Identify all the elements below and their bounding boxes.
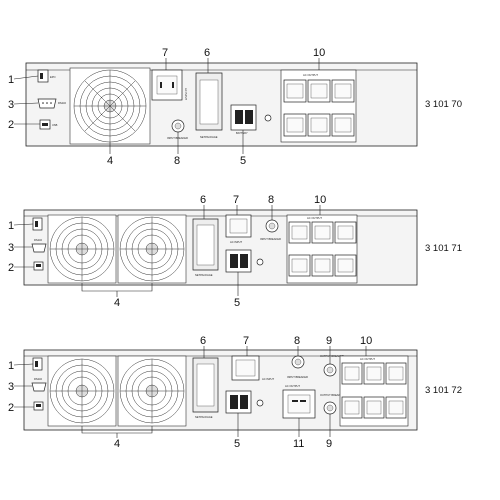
ac-output-c19-label: AC OUTPUT [285, 384, 300, 388]
input-breaker-label: INPUT BREAKER [260, 237, 281, 241]
output-breaker-label-top: OUTPUT BREAKER [320, 354, 344, 358]
ac-input-label: AC INPUT [230, 240, 243, 244]
callout-4: 4 [114, 438, 120, 450]
usb-port [39, 119, 51, 130]
callout-10: 10 [313, 47, 325, 59]
netpackage-label: NETPACKAGE [200, 135, 218, 139]
ac-outlets-top-row [283, 79, 355, 103]
usb-port [33, 401, 44, 411]
unit-3-101-72: RS232 NETPACKAGE AC INPUT [8, 335, 462, 450]
battery-connector [230, 104, 257, 131]
fan-grille-left [47, 355, 117, 427]
model-number-3: 3 101 72 [425, 385, 462, 396]
callout-1: 1 [8, 360, 14, 372]
netpackage-label: NETPACKAGE [195, 415, 213, 419]
rs232-label: RS232 [58, 101, 66, 105]
epo-port [32, 357, 43, 371]
input-breaker-label: INPUT BREAKER [167, 136, 188, 140]
fan-grille-left [47, 214, 117, 284]
battery-connector [225, 390, 252, 414]
rs232-port [31, 243, 47, 253]
callout-9-bottom: 9 [326, 438, 332, 450]
ac-outlets-top-row [288, 221, 357, 244]
callout-7: 7 [243, 335, 249, 347]
callout-8: 8 [174, 155, 180, 167]
callout-7: 7 [162, 47, 168, 59]
fan-grille-right [117, 355, 187, 427]
callout-9-top: 9 [326, 335, 332, 347]
model-number-2: 3 101 71 [425, 243, 462, 254]
ac-input-label: AC INPUT [262, 377, 275, 381]
callout-4: 4 [114, 297, 120, 309]
ac-input-inlet [225, 214, 252, 238]
ground-screw [256, 258, 264, 266]
epo-port [32, 217, 43, 231]
ground-screw [256, 399, 264, 407]
rs232-label: RS232 [34, 238, 42, 242]
fan-grille [69, 67, 151, 145]
ac-outlets-bottom-row [288, 254, 357, 277]
callout-2: 2 [8, 262, 14, 274]
battery-label: BATTERY [236, 131, 248, 135]
usb-label: USB [52, 123, 58, 127]
epo-label: EPO [50, 75, 55, 79]
battery-connector [225, 249, 252, 273]
callout-6: 6 [200, 194, 206, 206]
callout-3: 3 [8, 381, 14, 393]
callout-5: 5 [240, 155, 246, 167]
epo-port [37, 69, 49, 83]
unit-3-101-70: EPO RS232 USB AC INPUT INPUT BREAKER NET… [8, 47, 462, 167]
callout-2: 2 [8, 119, 14, 131]
rs232-port [31, 382, 47, 392]
callout-3: 3 [8, 99, 14, 111]
ac-outlets-top-row [341, 362, 407, 385]
callout-5: 5 [234, 438, 240, 450]
ac-output-label: AC OUTPUT [307, 216, 322, 220]
rs232-label: RS232 [34, 377, 42, 381]
callout-11: 11 [293, 438, 304, 450]
callout-8: 8 [294, 335, 300, 347]
ac-outlets-bottom-row [341, 396, 407, 419]
ac-output-c19-inlet [282, 389, 316, 419]
output-breaker-label-bottom: OUTPUT BREAKER [320, 393, 344, 397]
callout-7: 7 [233, 194, 239, 206]
callout-1: 1 [8, 220, 14, 232]
ac-input-inlet [231, 355, 260, 381]
callout-4: 4 [107, 155, 113, 167]
callout-5: 5 [234, 297, 240, 309]
callout-8: 8 [268, 194, 274, 206]
fan-grille-right [117, 214, 187, 284]
netpackage-label: NETPACKAGE [195, 273, 213, 277]
callout-6: 6 [200, 335, 206, 347]
callout-1: 1 [8, 74, 14, 86]
ac-input-inlet [151, 69, 183, 101]
ac-output-label: AC OUTPUT [360, 357, 375, 361]
ground-screw [264, 114, 272, 122]
model-number-1: 3 101 70 [425, 99, 462, 110]
callout-3: 3 [8, 242, 14, 254]
callout-2: 2 [8, 402, 14, 414]
ac-outlets-bottom-row [283, 113, 355, 137]
usb-port [33, 261, 44, 271]
callout-10: 10 [360, 335, 372, 347]
callout-6: 6 [204, 47, 210, 59]
callout-10: 10 [314, 194, 326, 206]
unit-3-101-71: RS232 NETPACKAGE AC INPUT [8, 194, 462, 309]
ac-output-label: AC OUTPUT [303, 73, 318, 77]
input-breaker-label: INPUT BREAKER [287, 375, 308, 379]
rs232-port [37, 98, 57, 109]
ac-input-label: AC INPUT [184, 88, 188, 101]
